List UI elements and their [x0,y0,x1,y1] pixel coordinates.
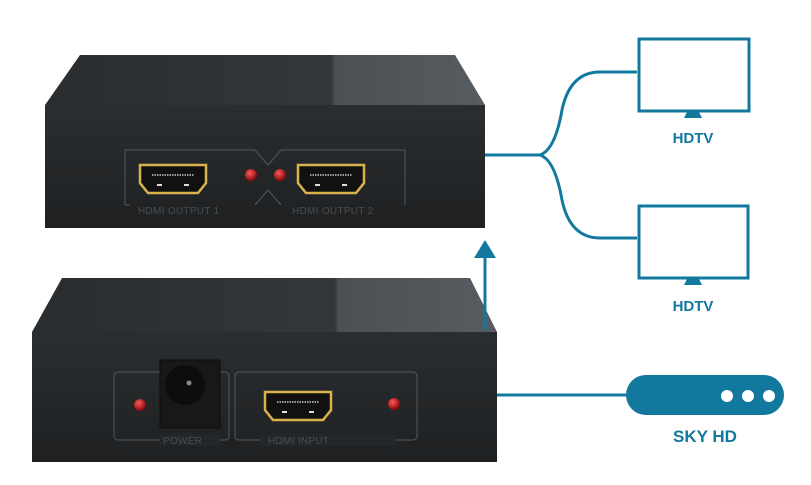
led-indicator [245,169,257,181]
hdtv-1-label: HDTV [673,130,714,147]
hdtv-2-label: HDTV [673,298,714,315]
up-arrow-icon [474,240,496,258]
sky-hd-label: SKY HD [673,427,737,446]
hdtv-1: HDTV [637,37,751,147]
splitter-output-side: HDMI OUTPUT 1 HDMI OUTPUT 2 [45,55,485,228]
sky-hd-box: SKY HD [626,375,784,446]
splitter-input-side: POWER HDMI INPUT [32,278,497,462]
tv-icon [637,37,751,113]
connection-lines [483,70,637,397]
hdtv-2: HDTV [637,204,750,315]
hdmi-output-2-port [296,163,366,195]
led-indicator [274,169,286,181]
set-top-box-icon [626,375,784,415]
tv-icon [637,204,750,280]
power-jack [159,359,221,429]
hdmi-output-2-label: HDMI OUTPUT 2 [292,206,374,217]
output-cable-2 [539,153,637,240]
hdmi-output-1-label: HDMI OUTPUT 1 [138,206,220,217]
hdmi-input-label: HDMI INPUT [268,436,329,447]
power-label: POWER [163,436,202,447]
hdmi-output-1-port [138,163,208,195]
output-cable-1 [485,70,637,157]
led-indicator [388,398,400,410]
led-indicator [134,399,146,411]
hdmi-input-port [263,390,333,422]
